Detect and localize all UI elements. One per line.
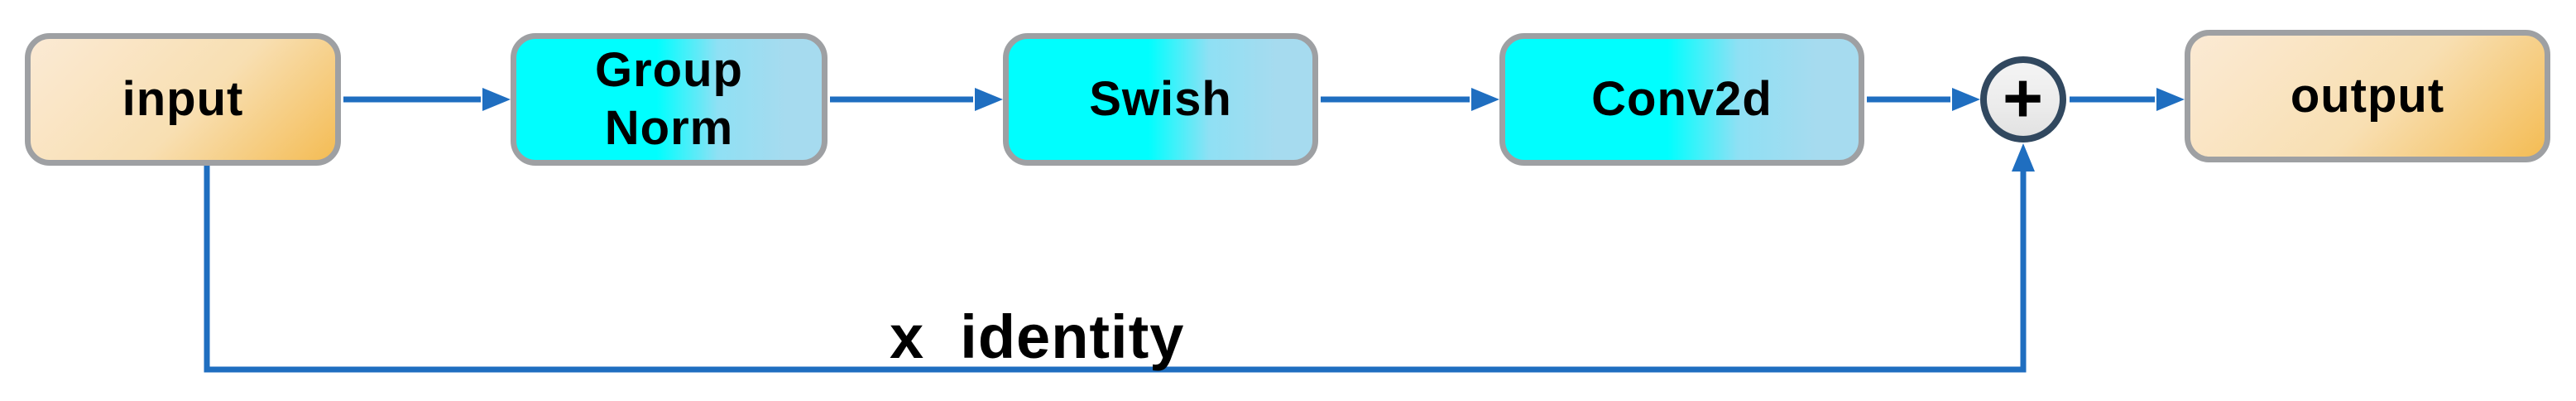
conv2d-node-label: Conv2d: [1591, 72, 1772, 127]
edge-swish-to-conv2d: [1321, 88, 1499, 111]
output-node-label: output: [2290, 69, 2445, 123]
conv2d-node: Conv2d: [1499, 33, 1864, 166]
right-arrowhead-icon: [482, 88, 511, 111]
up-arrowhead-icon: [2012, 143, 2035, 172]
edge-groupnorm-to-swish: [830, 88, 1003, 111]
group-norm-node-label-line1: Group: [595, 43, 743, 98]
right-arrowhead-icon: [975, 88, 1003, 111]
plus-icon: +: [2002, 59, 2045, 137]
swish-node: Swish: [1003, 33, 1318, 166]
right-arrowhead-icon: [1471, 88, 1499, 111]
group-norm-node-label-line2: Norm: [604, 101, 734, 155]
edge-conv2d-to-sum: [1867, 88, 1980, 111]
right-arrowhead-icon: [1952, 88, 1980, 111]
output-node: output: [2185, 30, 2550, 162]
right-arrowhead-icon: [2156, 88, 2185, 111]
input-node-label: input: [122, 72, 244, 127]
edge-sum-to-output: [2070, 88, 2185, 111]
input-node: input: [25, 33, 341, 166]
sum-node: +: [1980, 56, 2066, 143]
swish-node-label: Swish: [1089, 72, 1232, 127]
edge-input-to-groupnorm: [343, 88, 511, 111]
group-norm-node: Group Norm: [511, 33, 827, 166]
skip-connection-label: x identity: [890, 302, 1185, 371]
